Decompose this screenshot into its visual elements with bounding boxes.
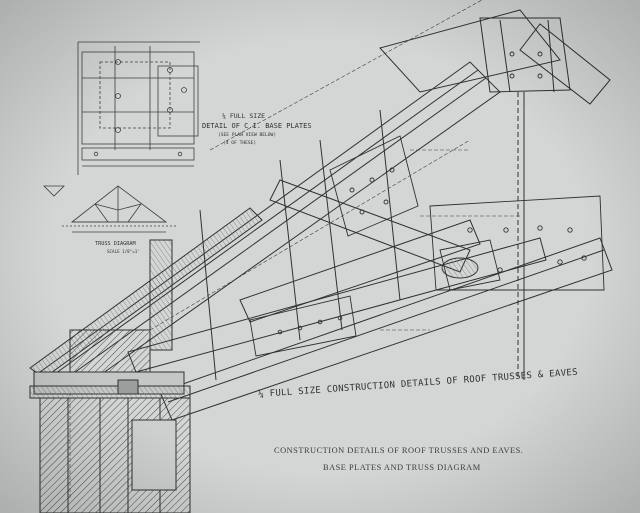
base-plate-title-scale: ¼ FULL SIZE (222, 112, 266, 120)
base-plate-note: (SEE PLAN VIEW BELOW) (218, 133, 277, 138)
base-plate-quantity-note: (4 OF THESE) (223, 141, 257, 146)
truss-diagram-scale: SCALE 1/8"=1' (107, 249, 140, 254)
caption-line-2: BASE PLATES AND TRUSS DIAGRAM (323, 463, 481, 472)
truss-diagram-title: TRUSS DIAGRAM (95, 241, 136, 247)
caption-line-1: CONSTRUCTION DETAILS OF ROOF TRUSSES AND… (274, 446, 524, 455)
base-plate-title: DETAIL OF C.I. BASE PLATES (202, 122, 312, 130)
